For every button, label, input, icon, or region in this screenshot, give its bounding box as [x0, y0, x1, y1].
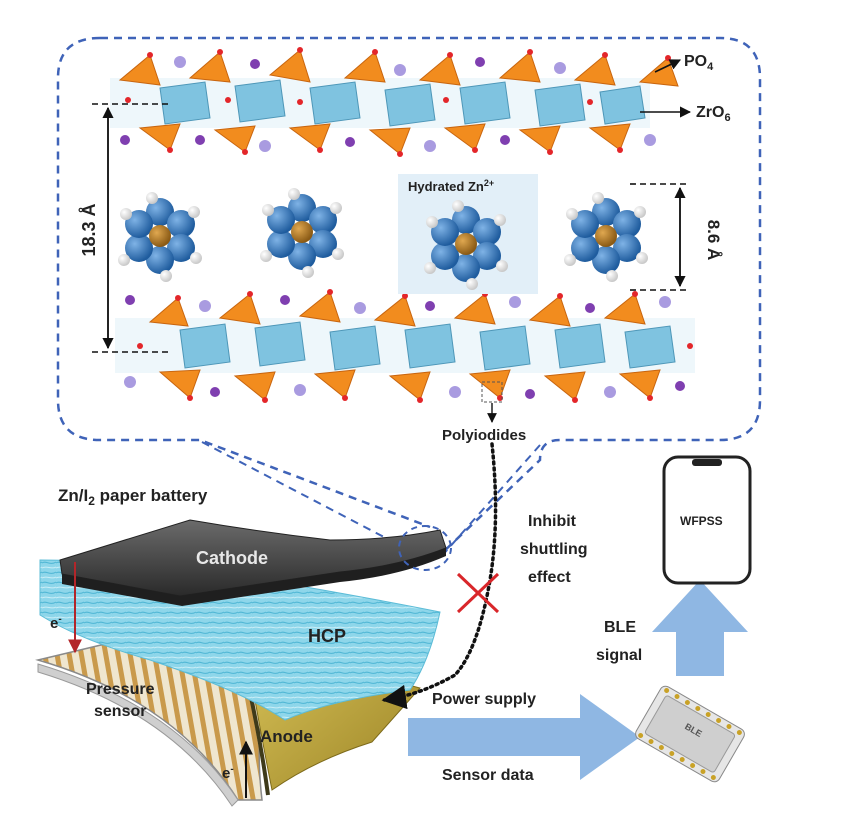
battery-title: Zn/I2 paper battery [58, 486, 208, 508]
ble-signal-arrow [652, 580, 748, 676]
inhibit-shuttling-label: Inhibit shuttling effect [520, 513, 592, 586]
sensor-data-label: Sensor data [442, 767, 534, 784]
hcp-label: HCP [308, 626, 346, 646]
smartphone: WFPSS [662, 455, 752, 585]
top-framework-layer [110, 47, 679, 157]
ble-chip: BLE [635, 685, 745, 783]
hydrated-zn-cluster [118, 192, 202, 282]
zoom-line-left [201, 441, 406, 549]
hydrated-zn-cluster [424, 200, 508, 290]
hydrated-zn-label: Hydrated Zn2+ [408, 178, 494, 194]
hydrated-zn-cluster [260, 188, 344, 278]
electron-bottom-label: e- [222, 764, 234, 782]
inset-dashed-outline [56, 36, 762, 556]
ion-size-dimension [630, 183, 690, 291]
phone-notch [692, 459, 722, 466]
zoom-line-right [439, 444, 541, 559]
power-supply-label: Power supply [432, 691, 536, 708]
polyiodides-label: Polyiodides [442, 427, 526, 444]
interlayer-dimension [92, 103, 170, 353]
bottom-framework-layer [115, 289, 695, 403]
pressure-sensor-label: Pressure sensor [86, 681, 159, 720]
polyiodide-shuttle-path [381, 442, 498, 710]
cathode-layer [59, 519, 447, 597]
blocked-cross-icon [456, 572, 500, 614]
phone-app-label: WFPSS [680, 514, 723, 528]
interlayer-spacing-label: 18.3 Å [79, 203, 99, 256]
power-data-arrow [408, 694, 640, 780]
zro6-label: ZrO6 [696, 104, 731, 124]
cathode-label: Cathode [196, 548, 268, 568]
crystal-structure-inset: 18.3 Å 8.6 Å PO4 ZrO6 Hydrated Zn2+ Poly… [56, 36, 762, 559]
anode-label: Anode [260, 727, 313, 746]
hydrated-zn-cluster [564, 192, 648, 282]
electron-top-label: e- [50, 614, 62, 632]
ble-signal-label: BLE signal [596, 619, 642, 664]
po4-label: PO4 [684, 53, 714, 73]
ion-size-label: 8.6 Å [704, 220, 723, 261]
zoom-circle [398, 525, 452, 571]
po4-callout-arrow [654, 59, 682, 73]
polyiodide-marker-box [481, 381, 503, 403]
battery-stack: Cathode HCP Anode Pressure sensor e- e- [35, 519, 452, 807]
